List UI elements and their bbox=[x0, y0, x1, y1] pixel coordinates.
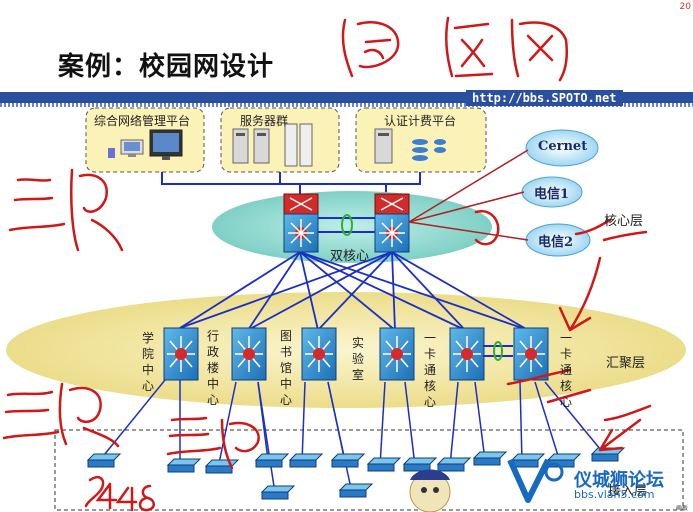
watermark-tiny: 画板 bbox=[676, 505, 689, 512]
handwriting-san-1 bbox=[8, 178, 66, 232]
watermark-logo bbox=[507, 458, 564, 503]
header-bar-dots bbox=[0, 103, 693, 107]
watermark-url: bbs.vlan5.com bbox=[574, 488, 655, 501]
group-label-auth-billing: 认证计费平台 bbox=[384, 114, 457, 128]
handwriting-wang bbox=[510, 18, 568, 82]
core-switch-left bbox=[283, 193, 319, 253]
access-switch bbox=[260, 485, 296, 500]
access-switch bbox=[436, 457, 472, 472]
header-bar bbox=[0, 92, 693, 103]
core-interlink bbox=[318, 217, 375, 233]
agg-label-card-core-1: 一卡通核心 bbox=[424, 331, 437, 409]
cloud-label-telecom2: 电信2 bbox=[538, 235, 574, 250]
watermark-mascot bbox=[409, 469, 451, 512]
agg-etherchannel-ring bbox=[493, 341, 503, 361]
agg-label-card-core-2: 一卡通核心 bbox=[560, 331, 573, 409]
arrow-to-agg bbox=[558, 256, 602, 332]
slide-title: 案例：校园网设计 bbox=[58, 52, 275, 82]
aggregation-switch bbox=[513, 327, 549, 381]
handwriting-yuan bbox=[341, 18, 400, 78]
handwriting-ceng-2 bbox=[58, 382, 120, 448]
handwriting-san-2 bbox=[2, 390, 60, 440]
cloud-label-telecom1: 电信1 bbox=[534, 187, 570, 202]
handwriting-48 bbox=[115, 484, 155, 512]
handwriting-24 bbox=[84, 476, 118, 510]
access-switch bbox=[204, 459, 240, 474]
aggregation-switch bbox=[231, 327, 267, 381]
wan-links bbox=[408, 149, 529, 241]
access-area-box bbox=[54, 429, 684, 511]
access-switch bbox=[254, 453, 290, 468]
handwriting-annotations bbox=[2, 16, 652, 512]
agg-interlink bbox=[483, 345, 513, 357]
access-switch bbox=[402, 457, 438, 472]
pc-icon bbox=[108, 139, 144, 158]
aggregation-switch bbox=[163, 327, 199, 381]
access-switch bbox=[366, 457, 402, 472]
group-links bbox=[161, 172, 421, 196]
agg-layer-underline bbox=[603, 404, 652, 422]
site-url: http://bbs.SPOTO.net bbox=[466, 90, 623, 106]
handwriting-ceng-3 bbox=[220, 418, 260, 470]
handwriting-d bbox=[474, 209, 500, 246]
etherchannel-ring bbox=[341, 214, 353, 236]
cloud-cernet bbox=[525, 129, 599, 167]
agg-label-admin: 行政楼中心 bbox=[207, 329, 220, 407]
core-layer-underline bbox=[574, 218, 648, 242]
cloud-label-cernet: Cernet bbox=[538, 139, 588, 154]
access-switch bbox=[288, 453, 324, 468]
core-switch-right bbox=[374, 193, 410, 253]
agg-label-lab: 实验室 bbox=[352, 336, 365, 382]
watermark-name: 仪城狮论坛 bbox=[574, 470, 664, 491]
access-switch bbox=[166, 458, 202, 473]
aggregation-switch bbox=[301, 327, 337, 381]
aggregation-switches bbox=[163, 327, 549, 381]
layer-label-core: 核心层 bbox=[604, 214, 644, 229]
aggregation-switch bbox=[449, 327, 485, 381]
handwriting-qu bbox=[445, 16, 494, 78]
auth-server-icon bbox=[374, 128, 446, 164]
server-icon bbox=[232, 123, 313, 167]
core-label: 双核心 bbox=[330, 249, 370, 264]
agg-underline bbox=[506, 368, 592, 404]
core-agg-links bbox=[179, 251, 529, 331]
access-switch bbox=[510, 453, 546, 468]
layer-label-aggregation: 汇聚层 bbox=[606, 356, 646, 371]
agg-label-college: 学院中心 bbox=[142, 331, 155, 393]
access-switch bbox=[330, 453, 366, 468]
arrow-to-access bbox=[598, 418, 642, 452]
handwriting-san-3 bbox=[166, 416, 222, 456]
aggregation-switch bbox=[379, 327, 415, 381]
group-label-servers: 服务器群 bbox=[240, 114, 289, 128]
access-switch bbox=[86, 453, 122, 468]
agg-label-library: 图书馆中心 bbox=[280, 329, 293, 407]
access-switch bbox=[338, 483, 374, 498]
monitor-icon bbox=[149, 129, 183, 160]
group-label-network-mgmt: 综合网络管理平台 bbox=[94, 114, 191, 128]
agg-access-links bbox=[99, 379, 606, 494]
handwriting-ceng-1 bbox=[70, 168, 124, 252]
layer-label-access: 接入层 bbox=[608, 484, 648, 499]
access-switch bbox=[472, 451, 508, 466]
page-number: 20 bbox=[679, 2, 691, 12]
